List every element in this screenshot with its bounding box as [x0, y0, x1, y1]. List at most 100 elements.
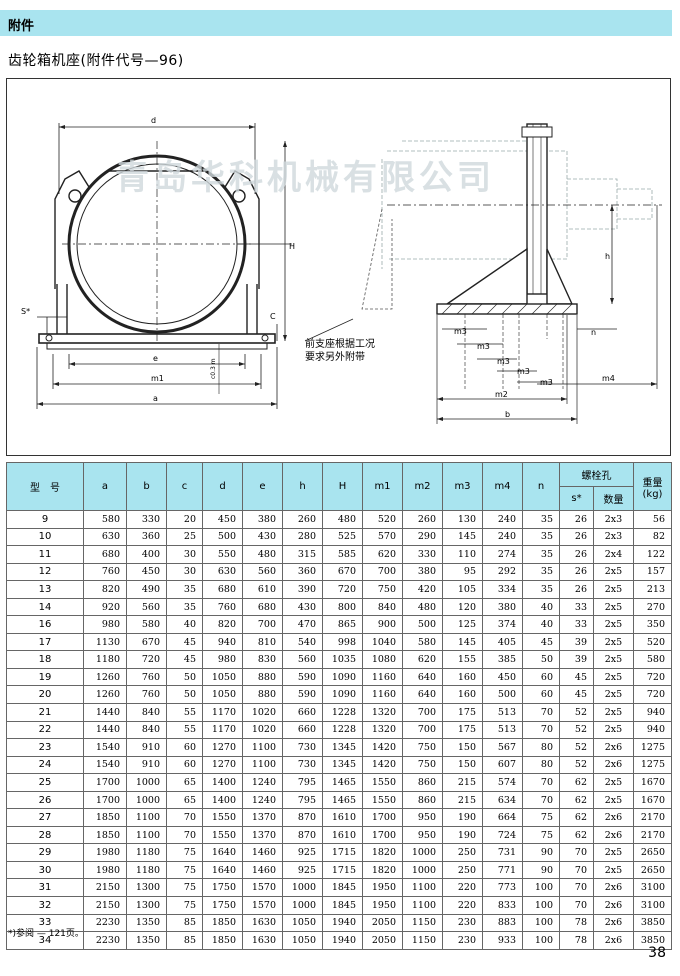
- model-cell: 13: [6, 580, 84, 599]
- table-cell: 950: [402, 808, 443, 827]
- table-cell: 100: [522, 878, 560, 898]
- table-cell: 590: [282, 667, 323, 687]
- col-weight: 重量 (kg): [633, 462, 672, 511]
- col-m1: m1: [362, 462, 403, 511]
- col-d: d: [202, 462, 243, 511]
- label-m3-5: m3: [540, 378, 553, 387]
- table-cell: 80: [522, 738, 560, 757]
- table-cell: 95: [442, 562, 483, 582]
- label-d: d: [151, 116, 156, 125]
- table-cell: 1150: [402, 931, 443, 950]
- page-subtitle: 齿轮箱机座(附件代号—96): [8, 53, 184, 69]
- table-cell: 1980: [83, 860, 127, 880]
- table-cell: 125: [442, 615, 483, 634]
- table-cell: 480: [322, 510, 363, 529]
- table-cell: 925: [282, 860, 323, 880]
- table-cell: 2150: [83, 896, 127, 915]
- table-cell: 380: [242, 510, 283, 529]
- model-cell: 18: [6, 650, 84, 669]
- table-cell: 330: [402, 545, 443, 564]
- table-cell: 560: [242, 562, 283, 582]
- col-m2: m2: [402, 462, 443, 511]
- col-bolt-group: 螺栓孔: [559, 462, 634, 487]
- col-m4: m4: [482, 462, 523, 511]
- table-cell: 50: [166, 685, 203, 705]
- table-cell: 1000: [282, 896, 323, 915]
- table-cell: 2170: [633, 825, 672, 845]
- table-cell: 1000: [126, 790, 167, 810]
- table-cell: 430: [282, 597, 323, 617]
- table-cell: 45: [166, 632, 203, 652]
- table-cell: 1350: [126, 931, 167, 950]
- front-view-arrows: [37, 125, 287, 406]
- table-cell: 82: [633, 527, 672, 547]
- table-cell: 70: [522, 790, 560, 810]
- table-cell: 730: [282, 738, 323, 757]
- table-cell: 1170: [202, 703, 243, 722]
- table-cell: 215: [442, 773, 483, 792]
- model-cell: 29: [6, 843, 84, 862]
- model-cell: 9: [6, 510, 84, 529]
- table-cell: 52: [559, 738, 594, 757]
- table-cell: 500: [482, 685, 523, 705]
- table-cell: 1640: [202, 843, 243, 862]
- table-cell: 634: [482, 790, 523, 810]
- table-cell: 933: [482, 931, 523, 950]
- table-cell: 70: [166, 825, 203, 845]
- section-title: 附件: [8, 19, 35, 34]
- table-cell: 405: [482, 632, 523, 652]
- table-cell: 290: [402, 527, 443, 547]
- table-cell: 720: [126, 650, 167, 669]
- table-cell: 1980: [83, 843, 127, 862]
- model-cell: 21: [6, 703, 84, 722]
- table-cell: 700: [362, 562, 403, 582]
- table-cell: 3100: [633, 878, 672, 898]
- table-cell: 33: [559, 615, 594, 634]
- table-cell: 760: [126, 667, 167, 687]
- table-cell: 1050: [282, 931, 323, 950]
- table-cell: 2x5: [593, 703, 634, 722]
- table-cell: 567: [482, 738, 523, 757]
- drawing-svg: 青岛华科机械有限公司 d H C S* e m1 a c0.3 m 前支座根据工…: [21, 116, 662, 424]
- table-cell: 213: [633, 580, 672, 599]
- table-cell: 60: [166, 755, 203, 775]
- col-c: c: [166, 462, 203, 511]
- table-cell: 520: [362, 510, 403, 529]
- table-cell: 840: [362, 597, 403, 617]
- table-cell: 820: [83, 580, 127, 599]
- table-cell: 1050: [202, 667, 243, 687]
- table-cell: 1465: [322, 790, 363, 810]
- col-s: s*: [559, 486, 594, 511]
- table-cell: 1845: [322, 896, 363, 915]
- table-cell: 40: [522, 597, 560, 617]
- table-cell: 940: [633, 703, 672, 722]
- label-n: n: [591, 328, 596, 337]
- table-cell: 175: [442, 720, 483, 740]
- table-cell: 574: [482, 773, 523, 792]
- table-cell: 1300: [126, 896, 167, 915]
- table-cell: 2x3: [593, 510, 634, 529]
- table-cell: 3850: [633, 931, 672, 950]
- table-cell: 1050: [202, 685, 243, 705]
- technical-drawing: 青岛华科机械有限公司 d H C S* e m1 a c0.3 m 前支座根据工…: [6, 78, 671, 456]
- table-cell: 840: [126, 720, 167, 740]
- table-cell: 1610: [322, 825, 363, 845]
- table-cell: 75: [166, 896, 203, 915]
- table-cell: 925: [282, 843, 323, 862]
- label-m3-2: m3: [477, 342, 490, 351]
- model-cell: 30: [6, 860, 84, 880]
- label-e: e: [153, 354, 158, 363]
- table-cell: 260: [402, 510, 443, 529]
- table-cell: 1000: [126, 773, 167, 792]
- table-cell: 773: [482, 878, 523, 898]
- table-cell: 865: [322, 615, 363, 634]
- table-cell: 2650: [633, 860, 672, 880]
